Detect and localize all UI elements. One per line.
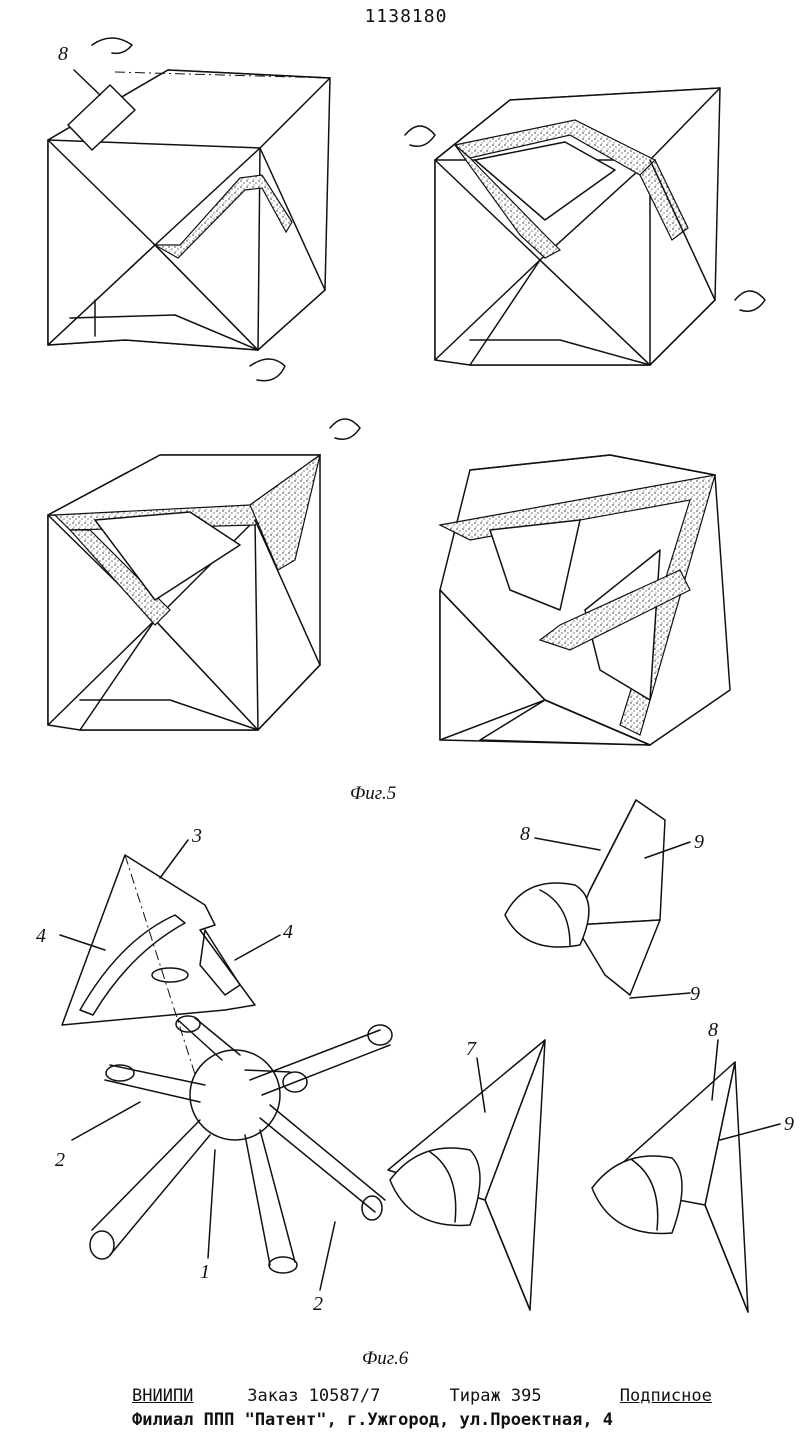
figure-5-caption: Фиг.5	[350, 783, 397, 804]
imprint-line-1: ВНИИПИ Заказ 10587/7 Тираж 395 Подписное	[132, 1386, 712, 1406]
patent-number: 1138180	[364, 6, 448, 27]
fig6-piece-7	[387, 1039, 546, 1311]
label-groove-4-right: 4	[283, 921, 293, 943]
fig5-view-3	[47, 418, 361, 731]
figure-6-caption: Фиг.6	[362, 1348, 409, 1369]
imprint-subscription: Подписное	[619, 1386, 712, 1406]
imprint-order: Заказ 10587/7	[247, 1386, 381, 1406]
label-fig5-part-8: 8	[58, 43, 68, 65]
imprint-branch: Филиал ППП "Патент", г.Ужгород, ул.Проек…	[132, 1410, 614, 1430]
imprint-circulation: Тираж 395	[449, 1386, 542, 1406]
label-plate-3: 3	[191, 825, 202, 847]
fig5-view-2	[404, 87, 766, 366]
label-piece-top-9b: 9	[690, 983, 700, 1005]
label-piece-right-9: 9	[784, 1113, 794, 1135]
label-rod-2-left: 2	[55, 1149, 65, 1171]
leader-lines	[59, 69, 781, 1291]
fig5-view-4	[438, 454, 731, 746]
fig6-piece-8-top	[504, 799, 666, 996]
label-piece-top-9a: 9	[694, 831, 704, 853]
fig6-hub-with-rods	[89, 1015, 393, 1274]
fig6-plate	[61, 854, 256, 1091]
label-groove-4-left: 4	[36, 925, 46, 947]
fig6-piece-8-right	[591, 1061, 749, 1313]
label-piece-right-8: 8	[708, 1019, 718, 1041]
imprint-org: ВНИИПИ	[132, 1386, 194, 1406]
label-rod-2-right: 2	[313, 1293, 323, 1315]
label-hub-1: 1	[200, 1261, 210, 1283]
label-piece-7: 7	[466, 1038, 477, 1060]
label-piece-top-8: 8	[520, 823, 530, 845]
fig5-view-1	[47, 37, 331, 382]
